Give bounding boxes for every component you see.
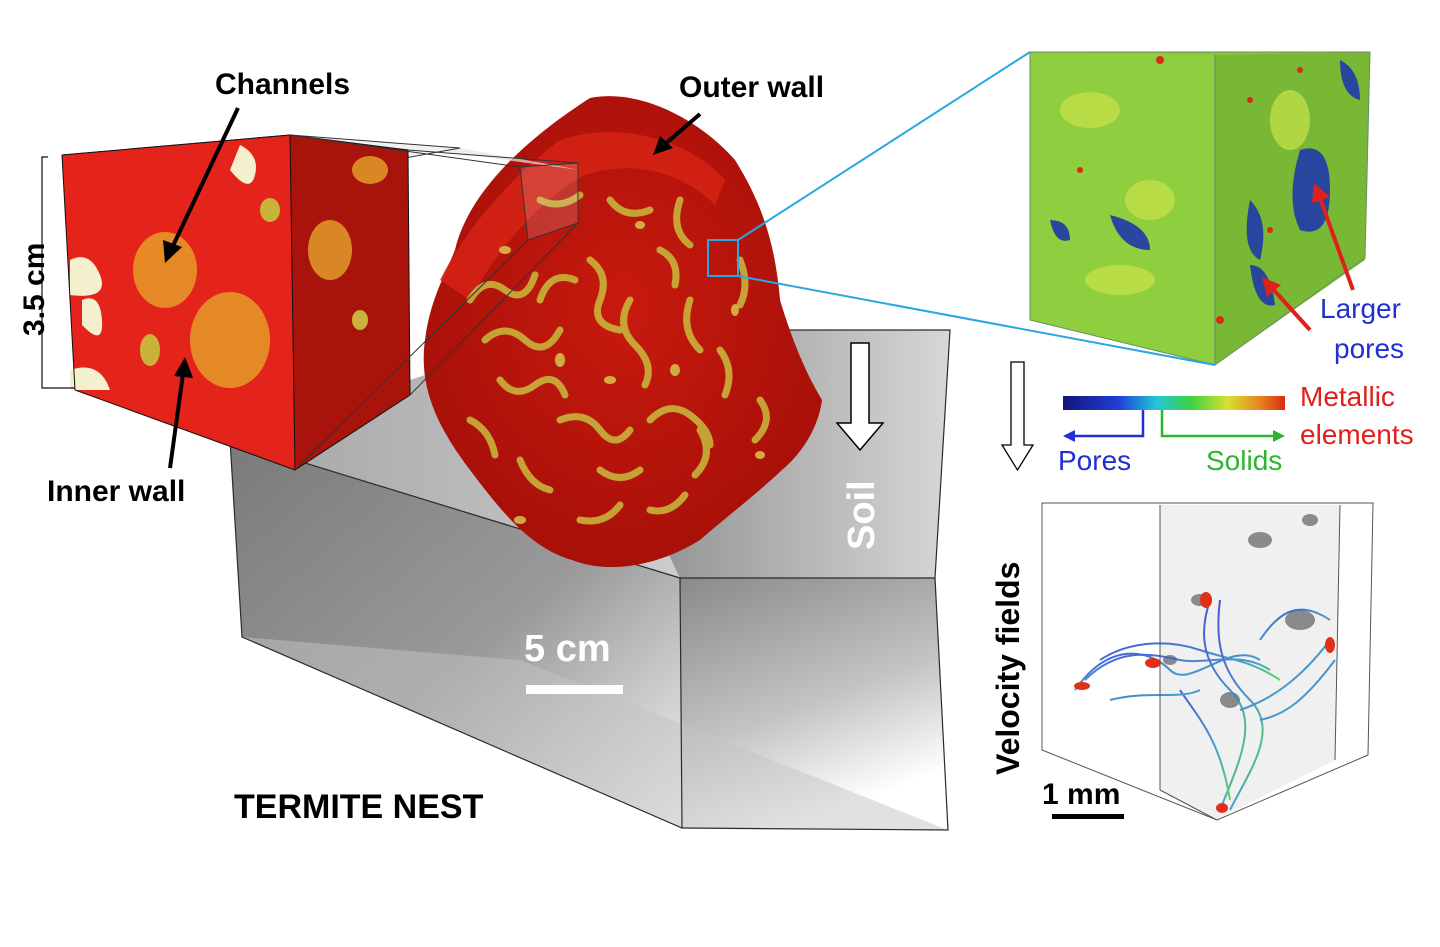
flow-direction-arrow: [1000, 361, 1035, 472]
label-soil: Soil: [841, 480, 883, 550]
label-height-dimension: 3.5 cm: [18, 242, 51, 336]
zoom-lines: [707, 51, 1216, 366]
colorbar: [1063, 396, 1285, 442]
scale-bar-1mm: [1052, 814, 1124, 819]
label-pores: Pores: [1058, 445, 1132, 476]
pointer-arrows: [163, 107, 1355, 469]
label-velocity-fields: Velocity fields: [990, 561, 1026, 775]
figure-title: TERMITE NEST: [234, 788, 484, 826]
inner-structure-cube: [41, 134, 580, 471]
label-metallic-line1: Metallic: [1300, 381, 1395, 412]
label-channels: Channels: [215, 68, 351, 101]
label-outer-wall: Outer wall: [679, 71, 825, 104]
termite-nest-body: [423, 96, 822, 568]
label-scale-1mm: 1 mm: [1042, 778, 1121, 811]
velocity-field-cube: [1041, 502, 1374, 821]
soil-direction-arrow: [835, 342, 885, 452]
label-larger-pores-line1: Larger: [1320, 293, 1401, 324]
label-metallic-line2: elements: [1300, 419, 1414, 450]
microstructure-cube: [1029, 51, 1371, 366]
label-larger-pores-line2: pores: [1334, 333, 1405, 364]
label-solids: Solids: [1206, 445, 1283, 476]
label-inner-wall: Inner wall: [47, 475, 186, 508]
label-scale-5cm: 5 cm: [524, 628, 611, 670]
scale-bar-5cm: [526, 685, 623, 694]
